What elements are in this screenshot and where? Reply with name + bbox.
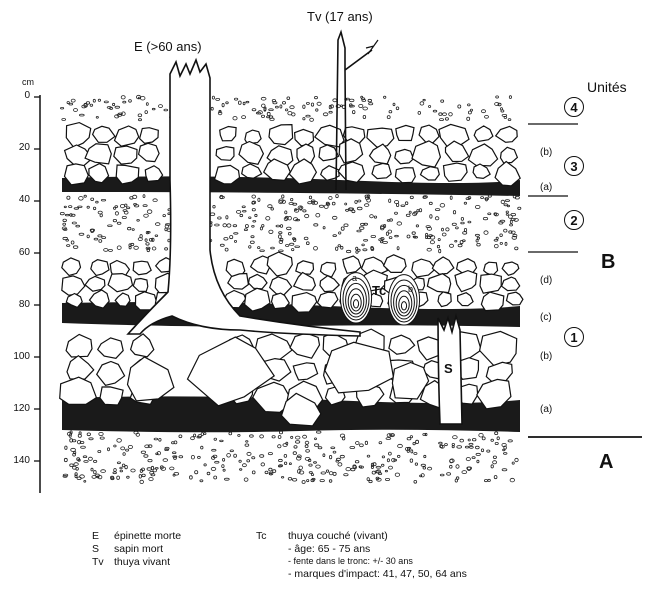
legend-abbr: Tc xyxy=(256,530,288,543)
subunit-a-lower: (a) xyxy=(540,404,552,415)
zone-b-label: B xyxy=(601,252,615,272)
subunit-b-lower: (b) xyxy=(540,351,552,362)
subunit-d: (d) xyxy=(540,275,552,286)
depth-ticks xyxy=(34,97,40,461)
zone-a-label: A xyxy=(599,452,613,472)
axis-unit: cm xyxy=(22,78,34,87)
legend-item: - âge: 65 - 75 ans xyxy=(256,543,467,556)
tick-label: 140 xyxy=(2,455,30,466)
subunit-a-upper: (a) xyxy=(540,182,552,193)
tree-e-label: E (>60 ans) xyxy=(134,40,202,53)
tick-label: 60 xyxy=(2,247,30,258)
legend-item: - marques d'impact: 41, 47, 50, 64 ans xyxy=(256,568,467,581)
unit-1-badge: 1 xyxy=(564,327,584,347)
legend-text: sapin mort xyxy=(114,543,163,556)
legend-abbr: E xyxy=(92,530,114,543)
legend-text: épinette morte xyxy=(114,530,181,543)
tick-label: 40 xyxy=(2,194,30,205)
legend-text: thuya couché (vivant) xyxy=(288,530,388,543)
tick-label: 0 xyxy=(2,90,30,101)
legend-item: - fente dans le tronc: +/- 30 ans xyxy=(256,556,467,567)
ring-a-label: a xyxy=(352,274,357,283)
unit-3-badge: 3 xyxy=(564,156,584,176)
subunit-b-upper: (b) xyxy=(540,147,552,158)
ring-b-label: b xyxy=(408,285,413,294)
units-title: Unités xyxy=(587,80,627,94)
unit-4-badge: 4 xyxy=(564,97,584,117)
tick-label: 20 xyxy=(2,142,30,153)
tick-label: 80 xyxy=(2,299,30,310)
tick-label: 100 xyxy=(2,351,30,362)
legend-abbr: Tv xyxy=(92,556,114,569)
tc-label: Tc xyxy=(372,284,386,297)
legend-text: thuya vivant xyxy=(114,556,170,569)
subunit-c: (c) xyxy=(540,312,552,323)
s-label: S xyxy=(444,362,453,375)
unit-2-badge: 2 xyxy=(564,210,584,230)
tick-label: 120 xyxy=(2,403,30,414)
tree-tv-label: Tv (17 ans) xyxy=(307,10,373,23)
legend-abbr: S xyxy=(92,543,114,556)
